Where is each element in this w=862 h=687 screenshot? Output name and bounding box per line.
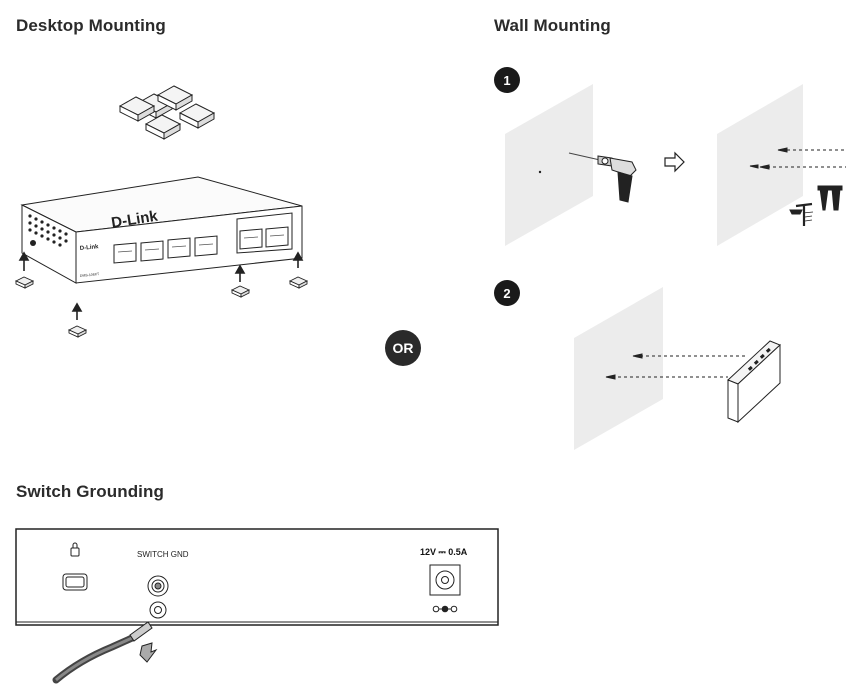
screws-anchors-icon: [789, 185, 843, 226]
desktop-mounting-title: Desktop Mounting: [16, 16, 166, 35]
mount-lines: [605, 353, 745, 380]
wall-panel-1: [505, 84, 593, 246]
anchor-lines: [749, 147, 846, 170]
wall-panel-3: [574, 287, 663, 450]
or-badge: OR: [385, 330, 421, 366]
kensington-slot: [62, 573, 88, 591]
wall-mounting-title: Wall Mounting: [494, 16, 611, 35]
ground-cable-icon: [52, 601, 167, 684]
rubber-feet-icon: [118, 85, 216, 140]
next-arrow-icon: [664, 151, 685, 173]
rear-panel: [15, 528, 499, 626]
step-1-badge: 1: [494, 67, 520, 93]
switch-grounding-title: Switch Grounding: [16, 482, 164, 501]
desktop-foot-arrows: [18, 251, 304, 320]
power-rating-label: 12V ⎓ 0.5A: [420, 547, 468, 557]
power-jack: [429, 564, 461, 613]
desktop-feet-icons: [14, 276, 309, 338]
switch-front-brand: D-Link: [80, 244, 100, 252]
switch-model-label: DMS-106XT: [80, 272, 100, 278]
desktop-switch: [20, 176, 303, 284]
lock-icon: [70, 542, 80, 557]
wall-switch: [727, 340, 781, 424]
gnd-terminal: [147, 575, 169, 597]
wall-panel-2: [717, 84, 803, 246]
step-2-badge: 2: [494, 280, 520, 306]
drill-icon: [568, 152, 637, 203]
switch-gnd-label: SWITCH GND: [137, 550, 189, 559]
